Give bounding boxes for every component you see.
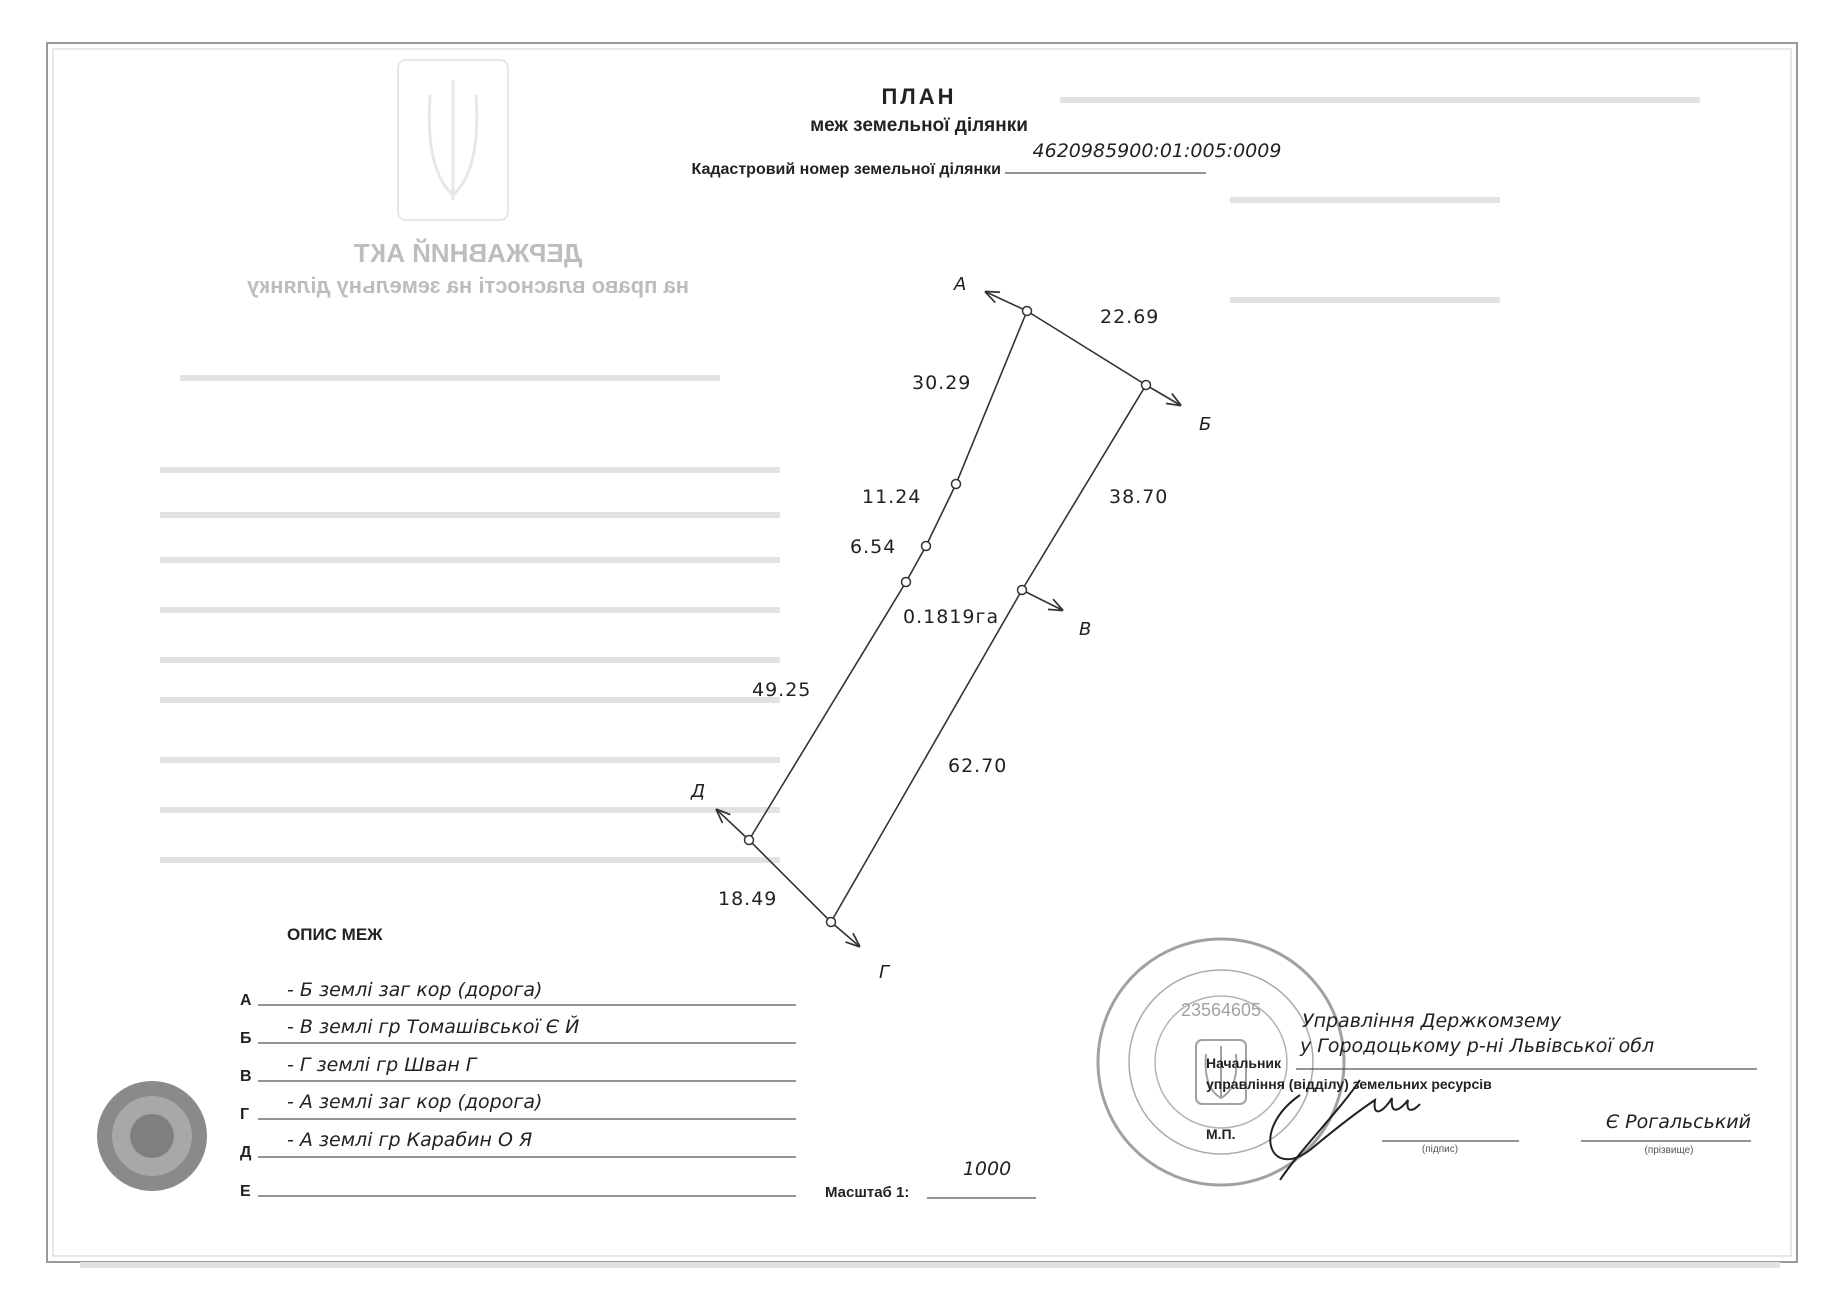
bleed-through-subtitle: на право власності на земельну ділянку <box>246 273 689 298</box>
plan-title: ПЛАН <box>881 84 956 109</box>
boundary-row: Г - А землі заг кор (дорога) <box>240 1091 796 1123</box>
cadastral-label: Кадастровий номер земельної ділянки <box>692 161 1001 178</box>
arrow-g <box>830 921 859 946</box>
svg-text:А: А <box>240 992 252 1009</box>
boundaries-title: ОПИС МЕЖ <box>287 925 383 944</box>
boundary-row: Д - А землі гр Карабин О Я <box>240 1129 796 1161</box>
boundary-row: Б - В землі гр Томашівської Є Й <box>240 1015 796 1047</box>
chief-label: Начальник <box>1206 1055 1282 1071</box>
name-caption: (прізвище) <box>1644 1145 1693 1156</box>
boundary-row: Е <box>240 1183 796 1200</box>
svg-text:Д: Д <box>240 1144 252 1161</box>
arrow-b <box>1145 384 1180 405</box>
length-bottom: 18.49 <box>718 888 777 910</box>
svg-text:Б: Б <box>240 1030 252 1047</box>
point-label-d: Д <box>690 781 705 802</box>
point-label-a: А <box>953 274 966 295</box>
length-left-bottom: 49.25 <box>752 679 811 701</box>
svg-text:23564605: 23564605 <box>1181 1000 1261 1020</box>
length-left-mid: 11.24 <box>862 486 921 508</box>
svg-text:- Г землі гр Шван Г: - Г землі гр Шван Г <box>287 1054 478 1076</box>
point-label-v: В <box>1079 619 1091 640</box>
bleed-through-emblem <box>397 59 509 221</box>
arrow-v <box>1021 589 1062 610</box>
signatory-name: Є Рогальський <box>1606 1111 1751 1133</box>
bleed-through-title: ДЕРЖАВНИЙ АКТ <box>354 238 583 268</box>
svg-text:- А землі гр Карабин О Я: - А землі гр Карабин О Я <box>287 1129 532 1151</box>
boundaries-list: А - Б землі заг кор (дорога) Б - В землі… <box>240 979 796 1200</box>
boundary-row: В - Г землі гр Шван Г <box>240 1054 796 1085</box>
arrow-d <box>717 810 750 841</box>
point-label-g: Г <box>879 962 891 983</box>
svg-text:В: В <box>240 1068 252 1085</box>
plan-subtitle: меж земельної ділянки <box>810 115 1028 136</box>
plot-boundary <box>717 292 1180 946</box>
official-stamp: 23564605 <box>1096 937 1346 1187</box>
stamp-place-label: М.П. <box>1206 1126 1236 1142</box>
plot-area: 0.1819га <box>903 606 999 628</box>
length-a-b: 22.69 <box>1100 306 1159 328</box>
length-right-bottom: 62.70 <box>948 755 1007 777</box>
svg-text:Г: Г <box>240 1106 249 1123</box>
svg-text:- В землі гр Томашівської Є Й: - В землі гр Томашівської Є Й <box>287 1015 579 1038</box>
handwritten-signature <box>1269 1079 1421 1181</box>
scale-label: Масштаб 1: <box>825 1184 909 1201</box>
signature-caption: (підпис) <box>1422 1144 1458 1155</box>
length-left-small: 6.54 <box>850 536 896 558</box>
page-border <box>46 42 1798 1263</box>
cadastral-number: 4620985900:01:005:0009 <box>1033 140 1282 162</box>
svg-text:Е: Е <box>240 1183 251 1200</box>
svg-text:- Б землі заг кор (дорога): - Б землі заг кор (дорога) <box>287 979 542 1001</box>
length-left-top: 30.29 <box>912 372 971 394</box>
department-label: управління (відділу) земельних ресурсів <box>1206 1076 1492 1092</box>
org-line-1: Управління Держкомзему <box>1302 1010 1562 1032</box>
hologram-seal <box>97 1081 207 1191</box>
point-label-b: Б <box>1199 414 1211 435</box>
length-right-top: 38.70 <box>1109 486 1168 508</box>
scale-value: 1000 <box>963 1158 1011 1180</box>
svg-text:- А землі заг кор (дорога): - А землі заг кор (дорога) <box>287 1091 542 1113</box>
org-line-2: у Городоцькому р-ні Львівської обл <box>1299 1035 1654 1057</box>
arrow-a <box>986 292 1028 312</box>
boundary-row: А - Б землі заг кор (дорога) <box>240 979 796 1009</box>
bleed-through-lines <box>80 97 1780 1268</box>
page-border-inner <box>52 48 1792 1257</box>
